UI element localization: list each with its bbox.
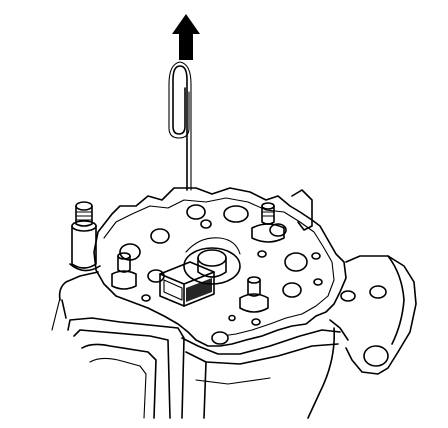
direction-arrow-icon bbox=[172, 14, 200, 60]
housing-frame bbox=[51, 271, 185, 419]
wire-clip bbox=[168, 61, 192, 191]
rectifier-holder bbox=[93, 187, 347, 347]
housing-frame bbox=[181, 327, 341, 419]
brush-holder bbox=[159, 261, 215, 307]
bearing-boss bbox=[183, 237, 241, 285]
terminal-stud bbox=[69, 189, 313, 313]
housing-frame bbox=[329, 255, 417, 375]
